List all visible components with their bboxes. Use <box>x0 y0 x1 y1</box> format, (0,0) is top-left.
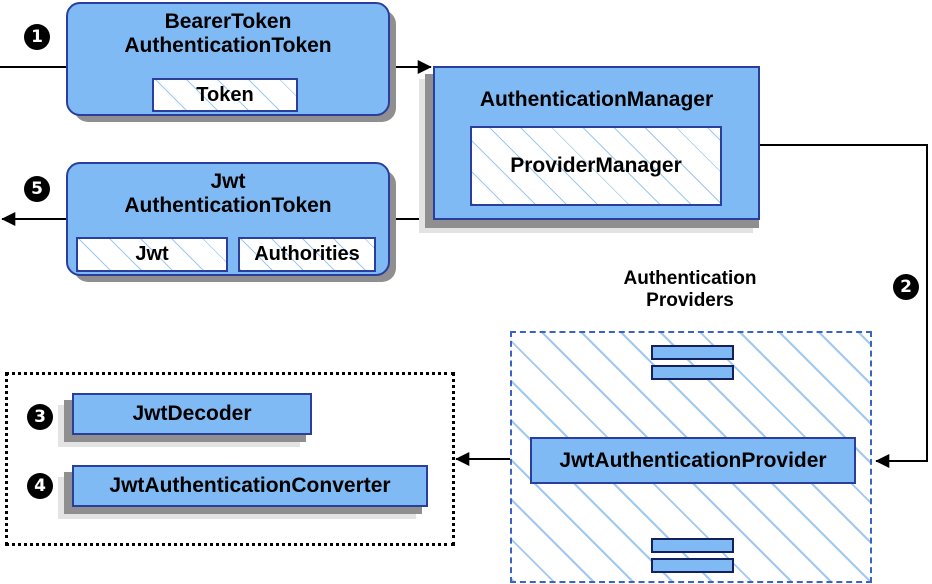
step-badge-1: 1 <box>24 24 50 50</box>
providers-caption-line2: Providers <box>646 289 734 311</box>
jwt-authentication-token-field-authorities: Authorities <box>238 237 376 272</box>
bearer-token-field-label: Token <box>196 83 254 106</box>
step-badge-2-number: 2 <box>900 276 912 297</box>
bearer-token-title-line2: AuthenticationToken <box>124 33 332 57</box>
authentication-providers-caption: Authentication Providers <box>560 268 820 312</box>
step-badge-2: 2 <box>893 274 919 300</box>
step-badge-1-number: 1 <box>31 26 43 47</box>
jwt-authentication-token-title-line2: AuthenticationToken <box>124 193 332 217</box>
authorities-field-label: Authorities <box>254 243 360 265</box>
providers-caption-line1: Authentication <box>623 268 757 289</box>
jwt-authentication-converter-node[interactable]: JwtAuthenticationConverter <box>72 465 428 507</box>
jwt-authentication-provider-label: JwtAuthenticationProvider <box>559 448 827 472</box>
jwt-field-label: Jwt <box>135 243 169 265</box>
jwt-authentication-converter-label: JwtAuthenticationConverter <box>109 474 391 498</box>
step-badge-3: 3 <box>27 404 53 430</box>
step-badge-3-number: 3 <box>34 406 46 427</box>
authentication-manager-title: AuthenticationManager <box>479 88 714 111</box>
jwt-authentication-token-title-line1: Jwt <box>210 170 246 193</box>
provider-stack-bar-bottom-1 <box>651 538 734 553</box>
step-badge-5: 5 <box>24 176 50 202</box>
jwt-authentication-provider-node[interactable]: JwtAuthenticationProvider <box>530 437 856 484</box>
jwt-support-region <box>5 372 455 546</box>
provider-manager-label: ProviderManager <box>510 154 682 177</box>
provider-stack-bar-bottom-2 <box>651 558 734 573</box>
authentication-manager-field-provider-manager: ProviderManager <box>470 126 722 206</box>
step-badge-5-number: 5 <box>31 178 43 199</box>
provider-stack-bar-top-2 <box>651 365 734 380</box>
jwt-decoder-label: JwtDecoder <box>132 402 252 426</box>
step-badge-4: 4 <box>27 473 53 499</box>
step-badge-4-number: 4 <box>34 475 46 496</box>
provider-stack-bar-top-1 <box>651 345 734 360</box>
jwt-authentication-token-field-jwt: Jwt <box>76 237 228 272</box>
jwt-decoder-node[interactable]: JwtDecoder <box>72 393 312 435</box>
bearer-token-title-line1: BearerToken <box>164 10 292 33</box>
bearer-token-field-token: Token <box>152 78 298 112</box>
